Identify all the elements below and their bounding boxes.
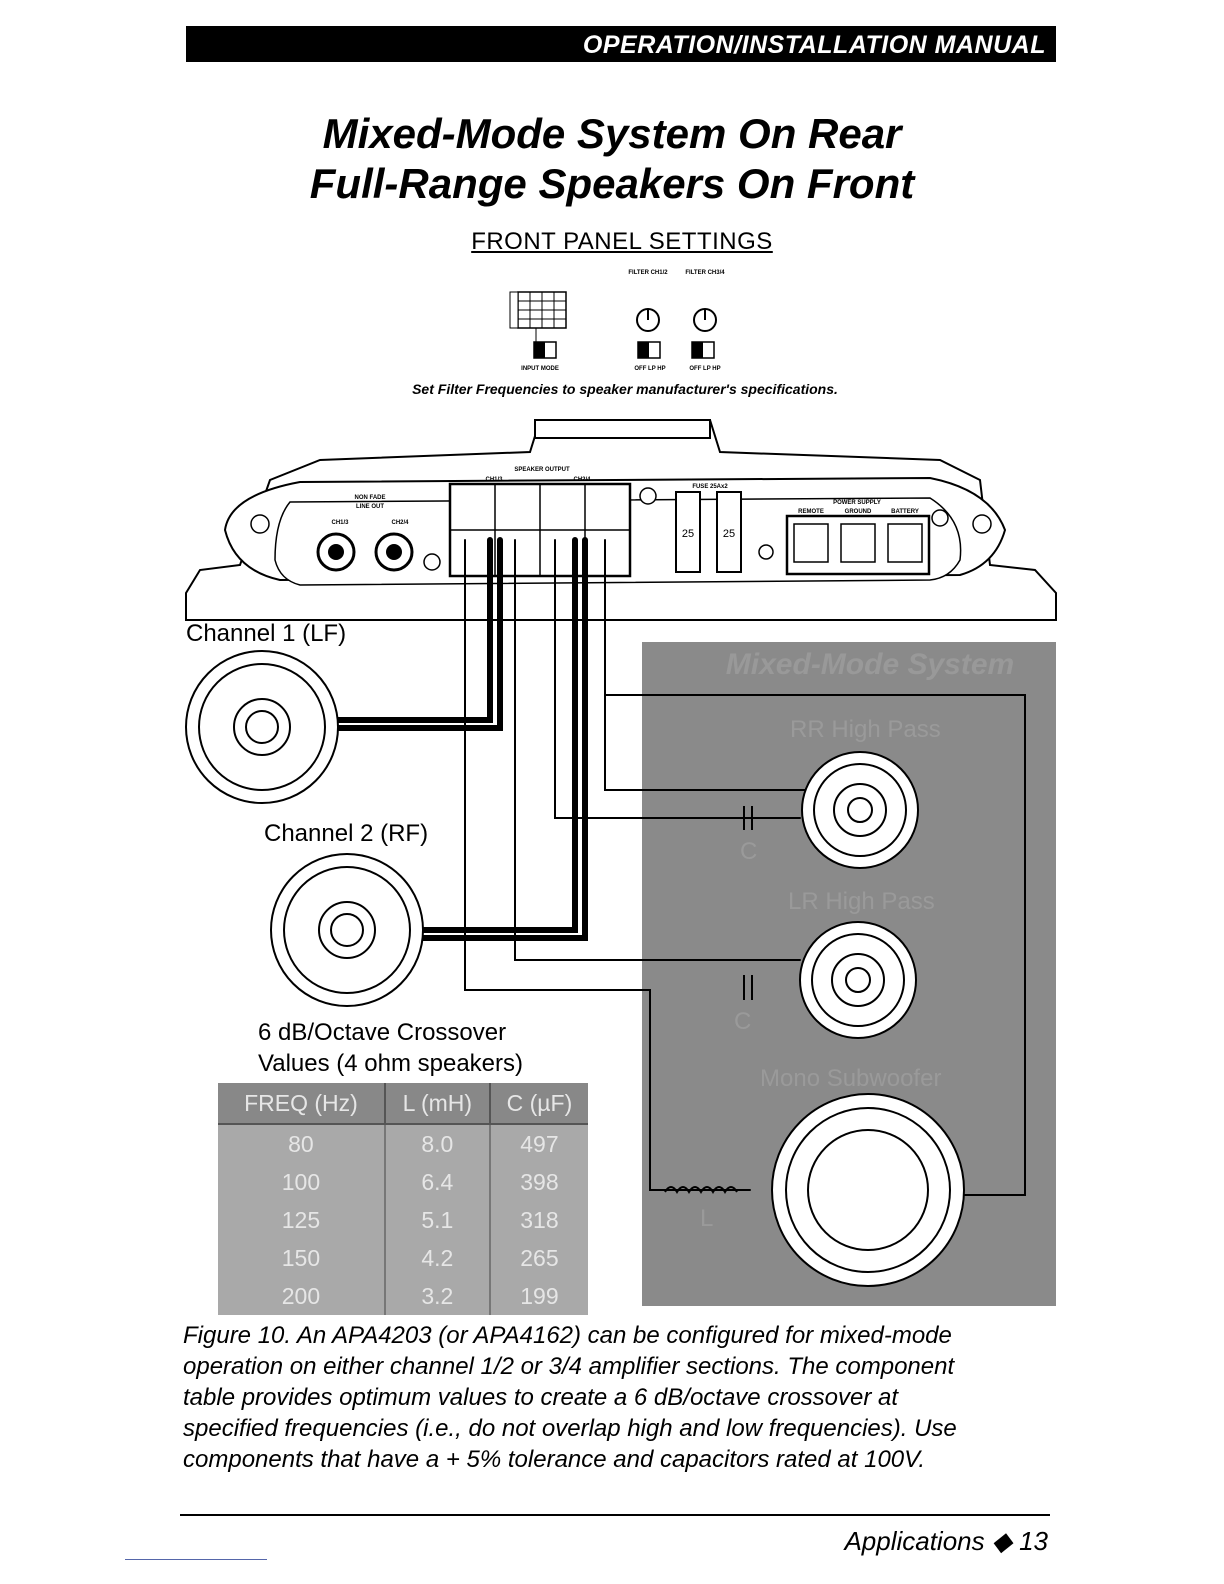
cell: 125 <box>218 1201 386 1239</box>
lr-high-pass-label: LR High Pass <box>788 888 935 915</box>
line-out-label: LINE OUT <box>356 504 384 510</box>
speaker-mono-subwoofer <box>771 1093 965 1287</box>
inductor-label: L <box>700 1205 714 1232</box>
rr-high-pass-label: RR High Pass <box>790 716 941 743</box>
battery-label: BATTERY <box>891 509 919 515</box>
cell: 199 <box>520 1282 559 1309</box>
caption-line-3: table provides optimum values to create … <box>183 1384 899 1411</box>
mono-subwoofer-label: Mono Subwoofer <box>760 1065 942 1092</box>
caption-line-5: components that have a + 5% tolerance an… <box>183 1446 926 1473</box>
col-header-c: C (µF) <box>489 1083 588 1125</box>
line-ch24-label: CH2/4 <box>391 520 409 526</box>
caption-line-1: Figure 10. An APA4203 (or APA4162) can b… <box>183 1322 952 1349</box>
figure-caption: Figure 10. An APA4203 (or APA4162) can b… <box>183 1320 1053 1475</box>
cell: 200 <box>218 1277 386 1315</box>
cell: 4.2 <box>384 1239 491 1277</box>
front-panel-heading: FRONT PANEL SETTINGS <box>471 228 773 255</box>
cell: 497 <box>520 1130 559 1157</box>
page-footer: Applications ◆ 13 <box>844 1526 1048 1556</box>
page-title-line-2: Full-Range Speakers On Front <box>309 160 915 207</box>
fuse-1-value: 25 <box>682 528 694 540</box>
cell: 150 <box>218 1239 386 1277</box>
cell: 265 <box>520 1244 559 1271</box>
speaker-lr-high-pass <box>799 921 917 1039</box>
cell: 318 <box>520 1206 559 1233</box>
filter-ch12-label: FILTER CH1/2 <box>628 270 668 276</box>
speaker-rr-high-pass <box>801 751 919 869</box>
caption-line-2: operation on either channel 1/2 or 3/4 a… <box>183 1353 955 1380</box>
cell: 3.2 <box>384 1277 491 1315</box>
filter-ch12-knob <box>636 308 661 359</box>
mixed-mode-title: Mixed-Mode System <box>725 648 1015 681</box>
power-supply-label: POWER SUPPLY <box>833 500 881 506</box>
manual-banner: OPERATION/INSTALLATION MANUAL <box>186 26 1056 62</box>
footer-rule <box>180 1514 1050 1516</box>
col-header-freq: FREQ (Hz) <box>218 1083 386 1125</box>
fuse-2-value: 25 <box>723 528 735 540</box>
capacitor-rr <box>743 806 753 830</box>
cell: 398 <box>520 1168 559 1195</box>
crossover-heading-line-2: Values (4 ohm speakers) <box>258 1050 524 1077</box>
filter-ch34-label: FILTER CH3/4 <box>685 270 725 276</box>
col-header-l: L (mH) <box>384 1083 491 1125</box>
bottom-underline <box>125 1559 267 1560</box>
fuse-label: FUSE 25Ax2 <box>692 484 728 490</box>
crossover-heading-line-1: 6 dB/Octave Crossover <box>258 1019 507 1046</box>
capacitor-rr-label: C <box>740 838 758 865</box>
front-panel-controls: FILTER CH1/2 FILTER CH3/4 INPUT MODE OFF… <box>509 270 725 372</box>
cell: 5.1 <box>384 1201 491 1239</box>
cell: 100 <box>218 1163 386 1201</box>
speaker-channel-1 <box>185 650 339 804</box>
ch24-output-label: CH2/4 <box>573 477 591 483</box>
amplifier <box>185 419 1057 621</box>
cell: 80 <box>218 1124 386 1163</box>
speaker-channel-2 <box>270 853 424 1007</box>
nonfade-label: NON FADE <box>354 495 385 501</box>
page-title-line-1: Mixed-Mode System On Rear <box>322 110 902 157</box>
crossover-heading: 6 dB/Octave Crossover Values (4 ohm spea… <box>258 1017 523 1079</box>
channel-1-label: Channel 1 (LF) <box>186 620 347 647</box>
ch13-output-label: CH1/3 <box>485 477 503 483</box>
input-mode-dip-switch <box>509 291 567 359</box>
input-mode-label: INPUT MODE <box>521 366 559 372</box>
channel-2-label: Channel 2 (RF) <box>264 820 429 847</box>
capacitor-lr <box>743 975 753 1000</box>
filter-ch34-knob <box>691 308 717 359</box>
inductor-sub <box>664 1186 738 1194</box>
capacitor-lr-label: C <box>734 1008 752 1035</box>
remote-label: REMOTE <box>798 509 824 515</box>
filter-note: Set Filter Frequencies to speaker manufa… <box>412 381 838 397</box>
cell: 8.0 <box>384 1124 491 1163</box>
cell: 6.4 <box>384 1163 491 1201</box>
switch-label-1: OFF LP HP <box>634 366 665 372</box>
ground-label: GROUND <box>845 509 872 515</box>
caption-line-4: specified frequencies (i.e., do not over… <box>183 1415 957 1442</box>
front-speaker-wires <box>327 537 1026 1196</box>
line-ch13-label: CH1/3 <box>331 520 349 526</box>
speaker-output-label: SPEAKER OUTPUT <box>514 467 570 473</box>
switch-label-2: OFF LP HP <box>689 366 720 372</box>
